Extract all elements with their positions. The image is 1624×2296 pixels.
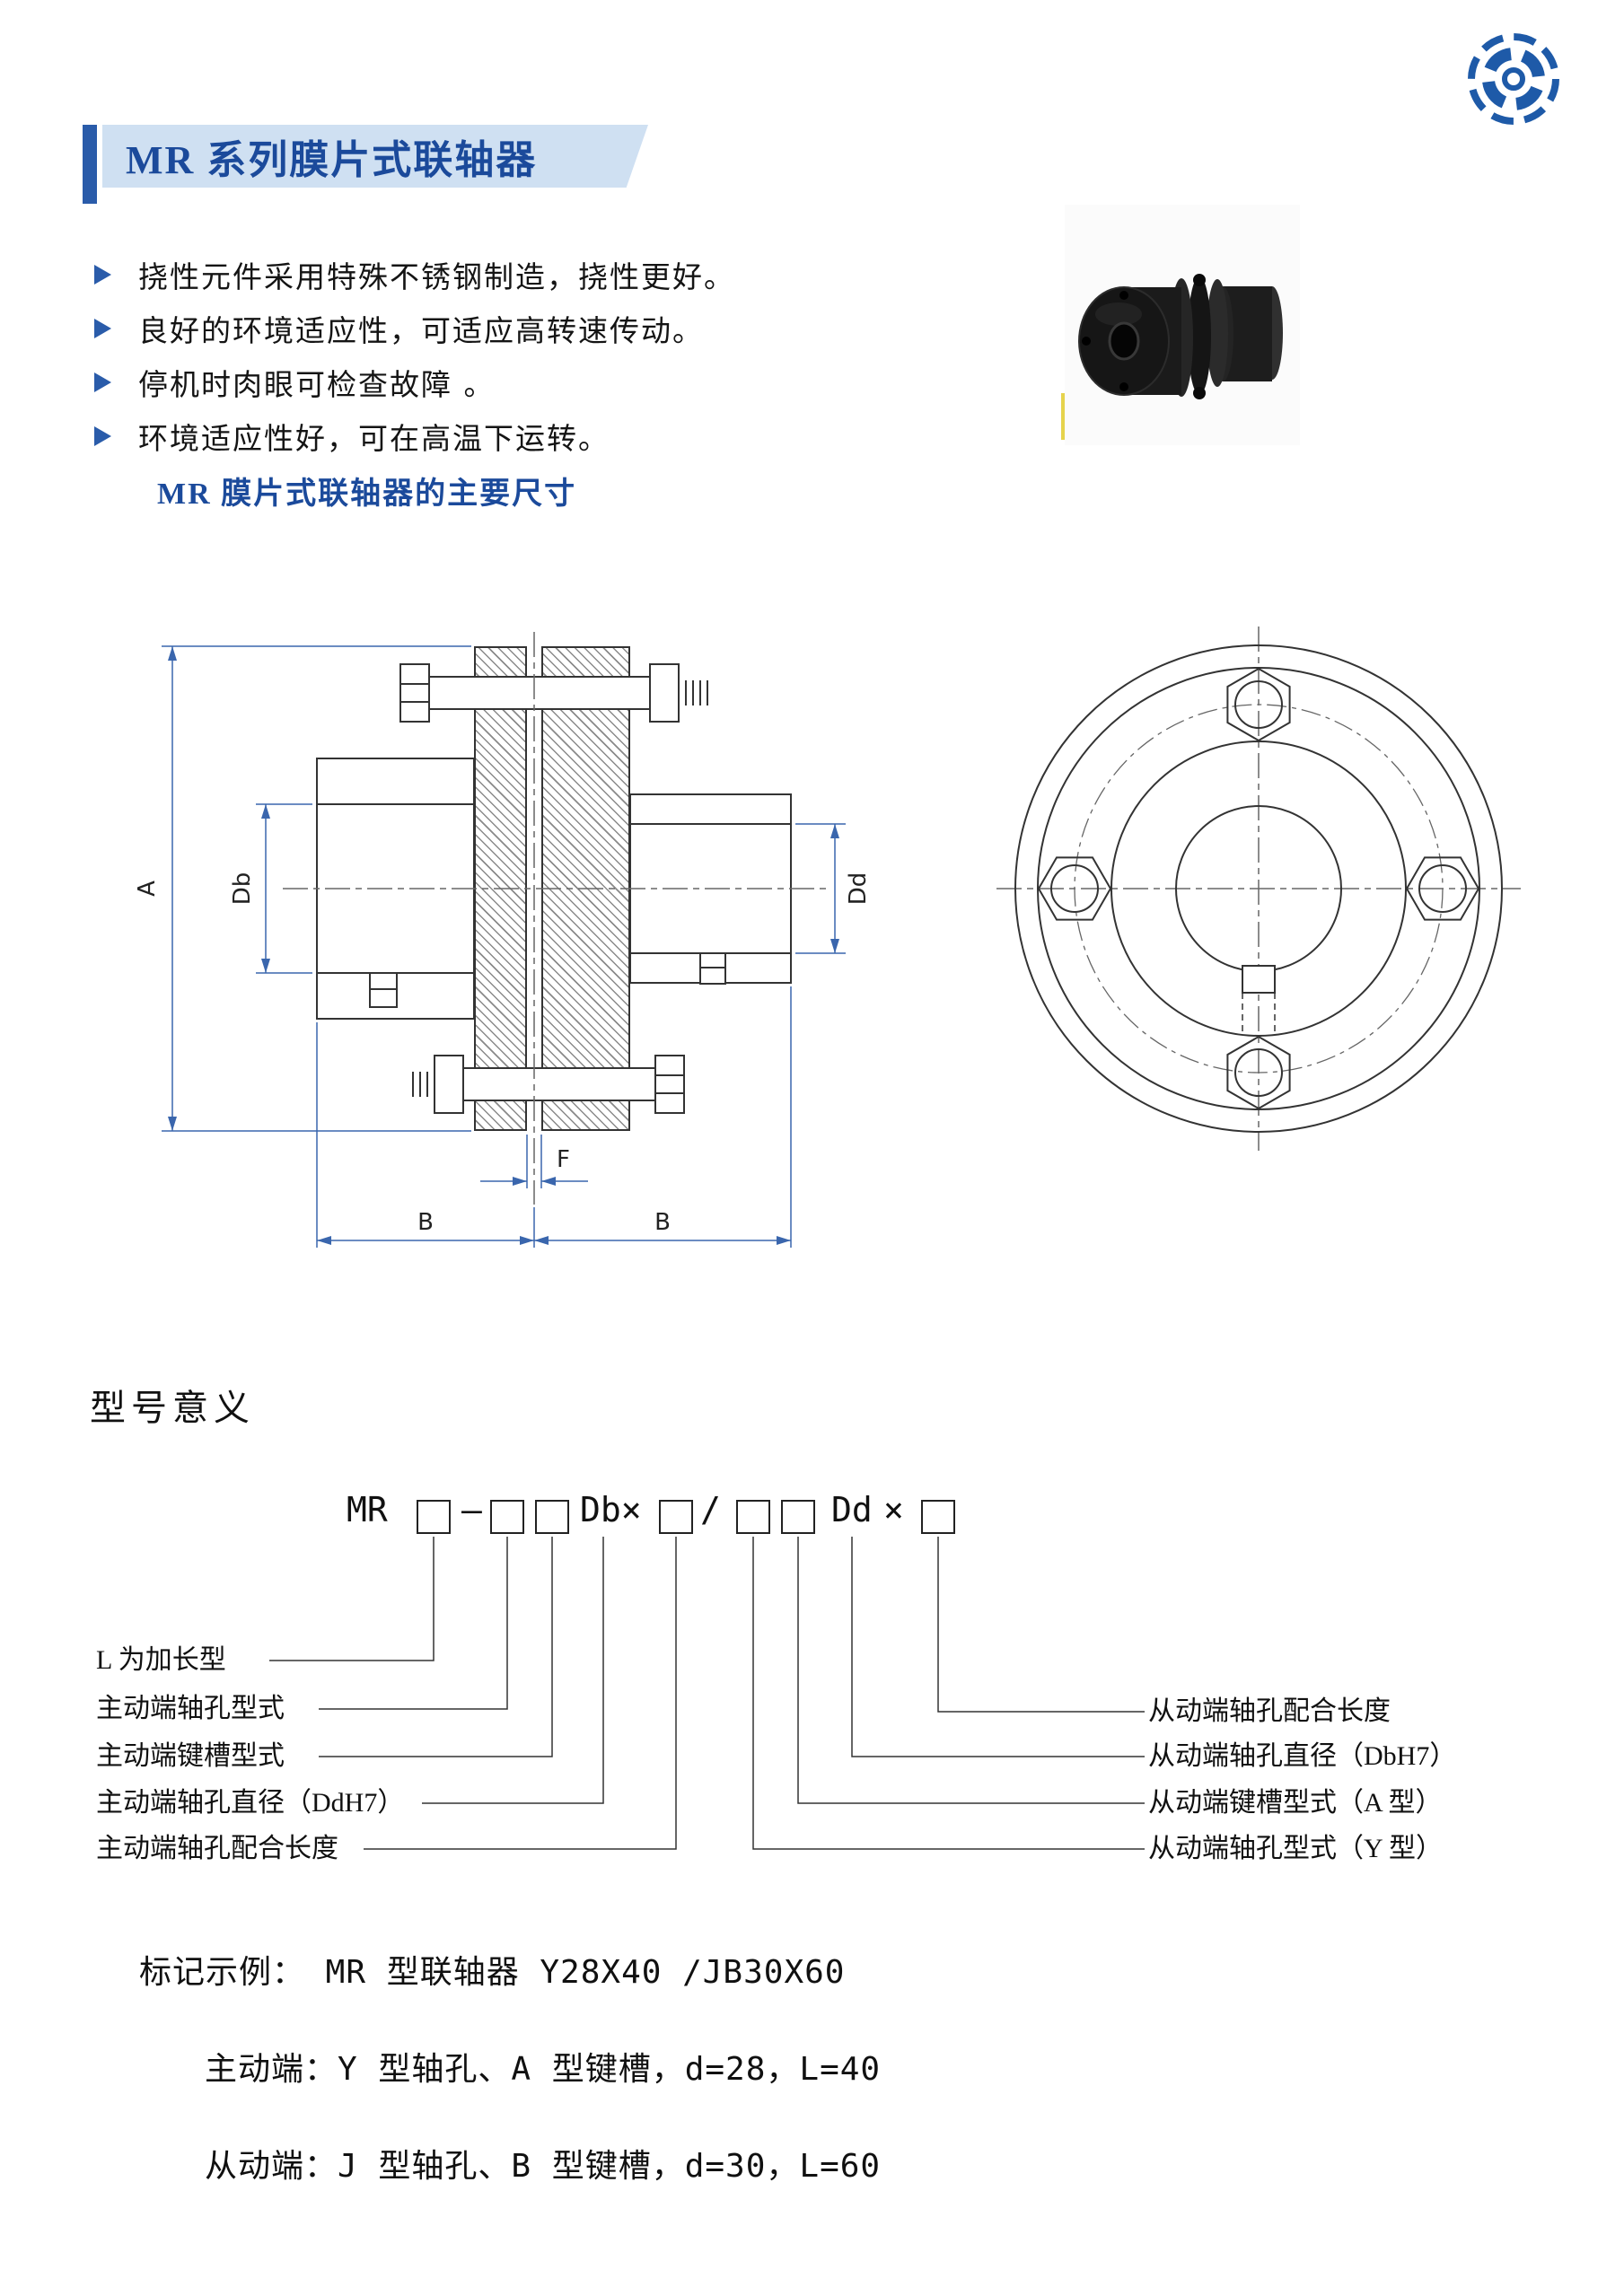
feature-item: 良好的环境适应性，可适应高转速传动。: [94, 305, 704, 352]
gear-logo-icon: [1468, 33, 1559, 125]
model-label-left-2: 主动端轴孔型式: [96, 1694, 285, 1723]
model-box-slot-1: [417, 1500, 451, 1534]
dimensions-section-title: MR 膜片式联轴器的主要尺寸: [157, 478, 577, 511]
dim-label-B-right: B: [654, 1209, 671, 1236]
feature-item: 环境适应性好，可在高温下运转。: [94, 413, 610, 460]
model-label-left-5: 主动端轴孔配合长度: [96, 1834, 338, 1863]
driven-end-example-line: 从动端：J 型轴孔、B 型键槽，d=30，L=60: [205, 2148, 882, 2185]
model-label-right-4: 从动端轴孔型式（Y 型）: [1148, 1834, 1444, 1863]
model-slash: /: [700, 1490, 721, 1529]
dim-label-Dd: Dd: [845, 872, 872, 906]
model-box-slot-4: [659, 1500, 693, 1534]
dim-label-Db: Db: [229, 872, 256, 906]
model-section-heading: 型号意义: [90, 1388, 255, 1428]
model-box-slot-7: [921, 1500, 955, 1534]
model-label-left-1: L 为加长型: [96, 1645, 226, 1675]
coupling-photo-illustration: [1078, 274, 1283, 399]
bottom-bolt: [412, 1055, 685, 1114]
model-connector-lines: [269, 1537, 1145, 1850]
model-label-right-3: 从动端键槽型式（A 型）: [1148, 1788, 1443, 1818]
front-view-drawing: [1014, 644, 1503, 1133]
model-box-slot-3: [535, 1500, 569, 1534]
product-photo: [1065, 205, 1300, 445]
feature-item: 停机时肉眼可检查故障 。: [94, 359, 496, 406]
model-prefix: MR: [347, 1490, 388, 1529]
photo-edge-artifact: [1061, 393, 1066, 440]
model-db-symbol: Db×: [580, 1490, 642, 1529]
driving-end-example-line: 主动端：Y 型轴孔、A 型键槽，d=28，L=40: [205, 2051, 882, 2088]
model-box-slot-5: [736, 1500, 770, 1534]
dimension-arrows: [168, 646, 839, 1245]
feature-text: 停机时肉眼可检查故障 。: [138, 367, 496, 402]
model-box-slot-2: [490, 1500, 524, 1534]
page-title: MR 系列膜片式联轴器: [126, 138, 538, 182]
title-accent-bar: [83, 125, 97, 204]
feature-item: 挠性元件采用特殊不锈钢制造，挠性更好。: [94, 251, 735, 298]
model-box-slot-6: [781, 1500, 815, 1534]
dimension-labels: A Db Dd F B B: [134, 872, 872, 1236]
feature-text: 挠性元件采用特殊不锈钢制造，挠性更好。: [138, 259, 735, 294]
top-bolt: [399, 663, 708, 723]
feature-text: 良好的环境适应性，可适应高转速传动。: [138, 313, 704, 348]
dim-label-F: F: [557, 1146, 570, 1173]
model-label-right-2: 从动端轴孔直径（DbH7）: [1148, 1741, 1457, 1771]
dimension-lines: [162, 645, 846, 1248]
page-title-block: MR 系列膜片式联轴器: [102, 125, 648, 188]
arrow-bullet-icon: [94, 265, 111, 285]
model-label-left-3: 主动端键槽型式: [96, 1741, 285, 1771]
model-dd-symbol: Dd: [831, 1490, 873, 1529]
arrow-bullet-icon: [94, 426, 111, 446]
technical-drawing: A Db Dd F B B: [134, 627, 1521, 1248]
feature-text: 环境适应性好，可在高温下运转。: [138, 421, 610, 456]
arrow-bullet-icon: [94, 319, 111, 338]
model-label-left-4: 主动端轴孔直径（DdH7）: [96, 1788, 405, 1818]
model-dash: –: [461, 1490, 482, 1529]
dim-label-B-left: B: [417, 1209, 434, 1236]
set-screws: [369, 952, 726, 1008]
arrow-bullet-icon: [94, 372, 111, 392]
marking-example-line: 标记示例： MR 型联轴器 Y28X40 /JB30X60: [139, 1954, 846, 1991]
dim-label-A: A: [134, 881, 161, 897]
model-times: ×: [883, 1490, 904, 1529]
model-label-right-1: 从动端轴孔配合长度: [1148, 1696, 1391, 1726]
centerlines: [283, 627, 1521, 1205]
